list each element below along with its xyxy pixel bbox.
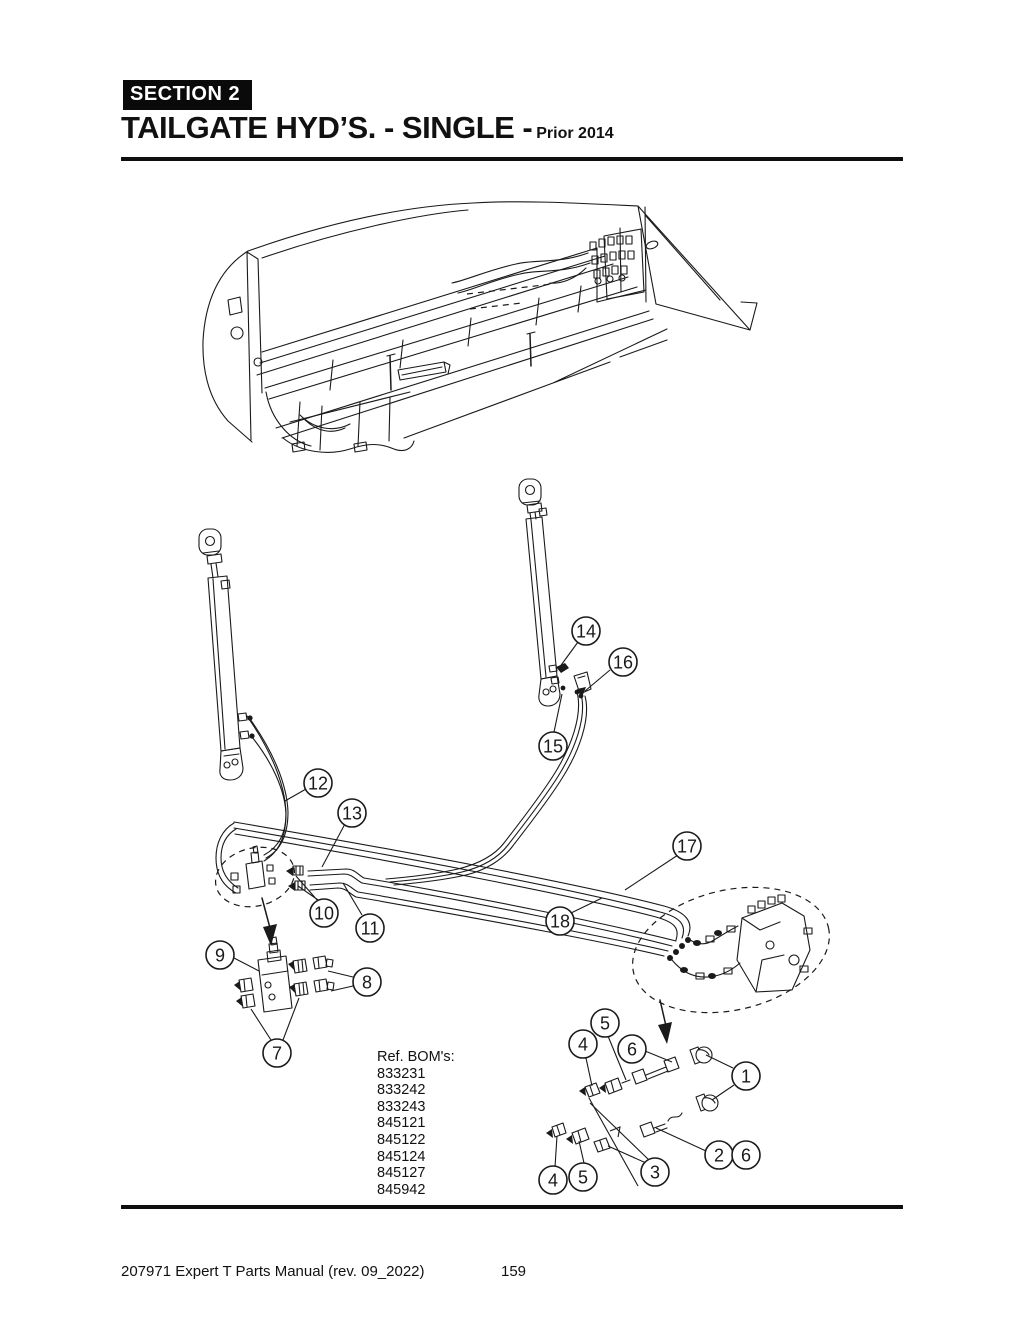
callout-10: 10 — [309, 898, 339, 928]
svg-text:18: 18 — [550, 911, 570, 931]
svg-text:13: 13 — [342, 803, 362, 823]
svg-text:11: 11 — [361, 918, 380, 938]
callout-3: 3 — [640, 1157, 670, 1187]
callout-12: 12 — [303, 768, 333, 798]
bom-item: 833243 — [377, 1098, 426, 1115]
svg-text:6: 6 — [627, 1039, 637, 1059]
inline-valve — [214, 845, 296, 946]
svg-text:14: 14 — [576, 621, 596, 641]
svg-text:10: 10 — [314, 903, 334, 923]
bom-title: Ref. BOM's: — [377, 1049, 455, 1065]
callout-7: 7 — [262, 1038, 292, 1068]
callout-14: 14 — [571, 616, 601, 646]
bom-item: 845127 — [377, 1165, 426, 1182]
callout-15: 15 — [538, 731, 568, 761]
svg-text:15: 15 — [543, 736, 563, 756]
page-title-main: TAILGATE HYD’S. - SINGLE - — [121, 110, 533, 145]
tube-fittings — [286, 865, 306, 891]
bom-item: 833231 — [377, 1065, 426, 1082]
svg-text:17: 17 — [677, 836, 697, 856]
svg-text:4: 4 — [578, 1034, 588, 1054]
page-footer: 207971 Expert T Parts Manual (rev. 09_20… — [121, 1263, 903, 1280]
callout-6: 6 — [617, 1034, 647, 1064]
fitting-group — [546, 1046, 719, 1187]
callout-1: 1 — [731, 1061, 761, 1091]
footer-text: 207971 Expert T Parts Manual (rev. 09_20… — [121, 1263, 425, 1280]
svg-text:8: 8 — [362, 972, 372, 992]
svg-text:5: 5 — [578, 1167, 588, 1187]
svg-text:3: 3 — [650, 1162, 660, 1182]
callout-11: 11 — [355, 913, 385, 943]
callout-4: 4 — [538, 1165, 568, 1195]
svg-text:4: 4 — [548, 1170, 558, 1190]
page-number: 159 — [501, 1263, 527, 1280]
footer-rule — [121, 1205, 903, 1209]
svg-text:12: 12 — [308, 773, 328, 793]
leader-lines — [233, 641, 735, 1168]
left-cylinder — [198, 528, 255, 781]
callout-5: 5 — [590, 1008, 620, 1038]
page-title-suffix: Prior 2014 — [536, 125, 614, 142]
svg-text:7: 7 — [272, 1043, 282, 1063]
header-rule — [121, 157, 903, 161]
bom-item: 845122 — [377, 1131, 426, 1148]
callout-5: 5 — [568, 1162, 598, 1192]
callout-6: 6 — [731, 1140, 761, 1170]
callout-17: 17 — [672, 831, 702, 861]
callout-13: 13 — [337, 798, 367, 828]
valve-bank — [632, 886, 830, 1044]
callout-8: 8 — [352, 967, 382, 997]
page-title: TAILGATE HYD’S. - SINGLE -Prior 2014 — [121, 110, 614, 146]
svg-text:1: 1 — [741, 1066, 751, 1086]
callout-4: 4 — [568, 1029, 598, 1059]
svg-text:6: 6 — [741, 1145, 751, 1165]
machine-illustration — [202, 201, 758, 453]
svg-text:16: 16 — [613, 652, 633, 672]
bom-item: 833242 — [377, 1082, 426, 1099]
callout-2: 2 — [704, 1140, 734, 1170]
right-cylinder — [518, 478, 592, 707]
bom-item: 845124 — [377, 1148, 426, 1165]
callout-16: 16 — [608, 647, 638, 677]
svg-text:2: 2 — [714, 1145, 724, 1165]
bom-item: 845121 — [377, 1115, 426, 1132]
bom-item: 845942 — [377, 1181, 426, 1198]
svg-text:5: 5 — [600, 1013, 610, 1033]
callout-18: 18 — [545, 906, 575, 936]
svg-text:9: 9 — [215, 945, 225, 965]
section-badge: SECTION 2 — [123, 80, 253, 110]
callout-9: 9 — [205, 940, 235, 970]
solenoid-valve — [234, 936, 335, 1013]
